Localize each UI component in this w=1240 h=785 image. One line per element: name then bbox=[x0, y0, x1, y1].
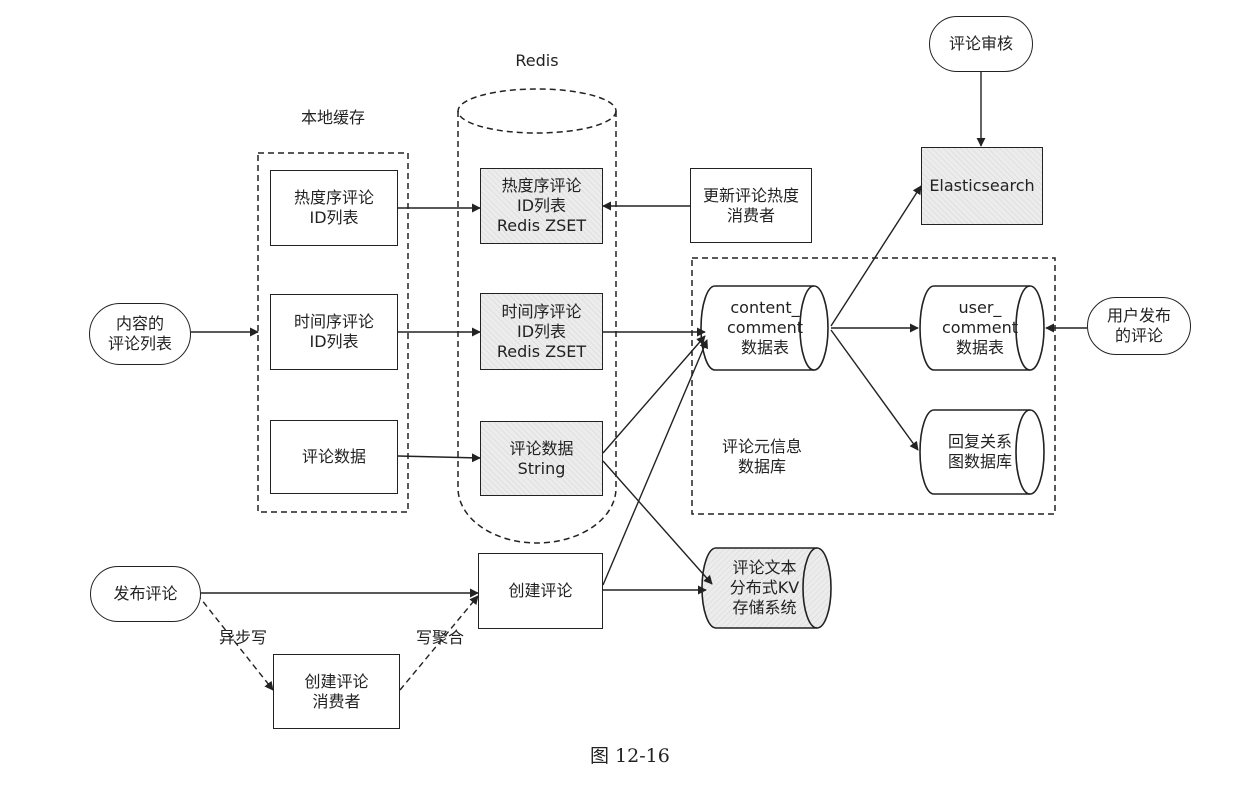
user-comment-table-cylinder bbox=[919, 285, 1045, 371]
edge-content-comment-to-reply-graph bbox=[830, 329, 919, 451]
redis-data-string: 评论数据 String bbox=[480, 421, 603, 496]
publish-comment-pill: 发布评论 bbox=[90, 566, 201, 622]
create-comment-consumer: 创建评论 消费者 bbox=[273, 654, 400, 729]
redis-label: Redis bbox=[515, 51, 559, 70]
kv-store-label: 评论文本 分布式KV 存储系统 bbox=[729, 558, 800, 617]
comment-meta-db-label: 评论元信息 数据库 bbox=[721, 437, 802, 476]
redis-hot-zset: 热度序评论 ID列表 Redis ZSET bbox=[480, 168, 603, 244]
content-comment-list-pill: 内容的 评论列表 bbox=[89, 303, 191, 365]
edge-string-to-content-comment bbox=[602, 335, 706, 454]
content-comment-table-label: content_ comment 数据表 bbox=[726, 298, 803, 357]
user-published-comment-pill: 用户发布 的评论 bbox=[1087, 297, 1191, 355]
local-cache-group bbox=[257, 152, 409, 513]
local-comment-data: 评论数据 bbox=[270, 420, 398, 494]
edge-data-to-redis bbox=[397, 453, 481, 463]
elasticsearch-box: Elasticsearch bbox=[921, 147, 1043, 225]
create-comment-box: 创建评论 bbox=[478, 553, 603, 629]
local-hot-id-list: 热度序评论 ID列表 bbox=[270, 170, 398, 246]
local-cache-label: 本地缓存 bbox=[300, 108, 365, 127]
redis-time-zset: 时间序评论 ID列表 Redis ZSET bbox=[480, 293, 603, 370]
local-time-id-list: 时间序评论 ID列表 bbox=[270, 294, 398, 370]
update-hot-consumer: 更新评论热度 消费者 bbox=[690, 168, 812, 243]
comment-meta-db-group bbox=[691, 257, 1056, 515]
edge-consumer-to-create-aggregate bbox=[399, 595, 479, 691]
kv-store-cylinder bbox=[701, 547, 832, 629]
write-aggregate-label: 写聚合 bbox=[415, 628, 464, 647]
edge-publish-to-consumer-async bbox=[196, 593, 274, 691]
redis-cylinder bbox=[457, 88, 617, 544]
reply-graph-db-cylinder bbox=[919, 409, 1045, 495]
async-write-label: 异步写 bbox=[218, 628, 267, 647]
figure-caption: 图 12-16 bbox=[590, 745, 670, 767]
reply-graph-db-label: 回复关系 图数据库 bbox=[947, 432, 1012, 471]
user-comment-table-label: user_ comment 数据表 bbox=[941, 298, 1018, 357]
comment-review-pill: 评论审核 bbox=[929, 16, 1033, 72]
content-comment-table-cylinder bbox=[700, 285, 829, 371]
edge-string-to-kv bbox=[602, 460, 713, 585]
edge-content-comment-to-es bbox=[830, 185, 922, 327]
edge-create-to-content-comment bbox=[602, 339, 708, 586]
